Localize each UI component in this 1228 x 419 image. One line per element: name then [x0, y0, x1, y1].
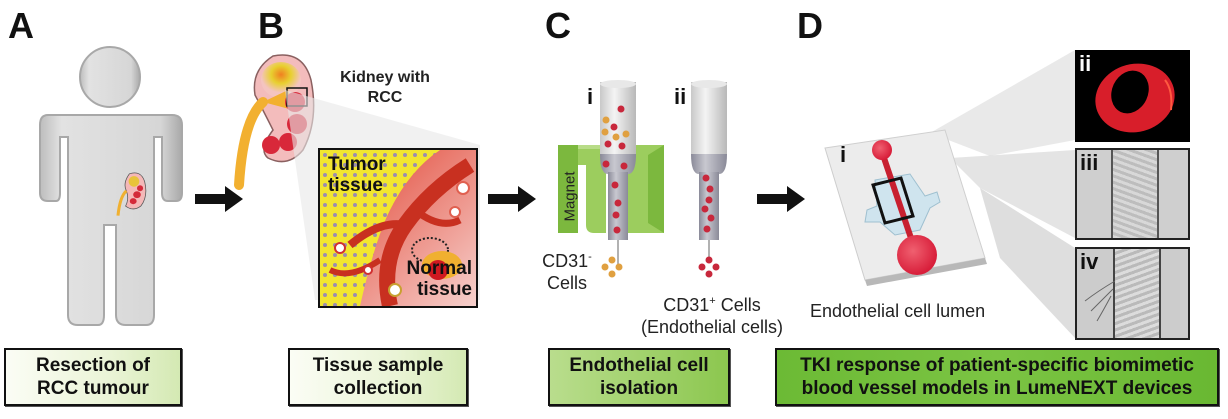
micrograph-iv-brightfield: iv	[1075, 247, 1190, 340]
label-line: RCC tumour	[37, 378, 149, 399]
label-line: Tumor	[328, 154, 386, 175]
superscript-minus: -	[588, 251, 592, 263]
micrograph-label-iii: iii	[1080, 150, 1099, 175]
label-line: Normal	[406, 258, 472, 279]
caption-text: (Endothelial cells)	[640, 317, 784, 337]
arrow-b-to-c	[488, 186, 538, 217]
label-line: Tissue sample	[312, 355, 444, 376]
caption-text: CD31	[663, 295, 710, 315]
tumor-tissue-label: Tumor tissue	[328, 154, 386, 196]
kidney-caption: Kidney with RCC	[325, 68, 445, 108]
label-line: TKI response of patient-specific biomime…	[800, 355, 1194, 376]
cd31-positive-cells-drops	[698, 256, 720, 278]
label-line: isolation	[599, 378, 679, 399]
panel-letter-d: D	[797, 5, 823, 46]
human-figure-illustration	[39, 46, 183, 326]
caption-text: Cells	[546, 273, 587, 293]
label-box-tki-response: TKI response of patient-specific biomime…	[775, 348, 1219, 406]
cd31-negative-caption: CD31- Cells	[522, 246, 612, 294]
label-line: tissue	[417, 279, 472, 300]
label-line: tissue	[328, 175, 383, 196]
zoom-cones	[930, 50, 1075, 338]
figure-head	[79, 46, 141, 108]
normal-tissue-label: Normal tissue	[400, 258, 472, 300]
device-label-i: i	[840, 142, 847, 167]
micrograph-label-iv: iv	[1080, 249, 1099, 274]
lumenext-device-illustration	[824, 129, 987, 286]
magnet-label: Magnet	[561, 171, 579, 222]
column-label-ii: ii	[674, 84, 687, 109]
label-line: Endothelial cell	[569, 355, 709, 376]
micrograph-label-ii: ii	[1079, 51, 1092, 76]
label-line: collection	[333, 378, 423, 399]
cd31-negative-cells-drops	[601, 256, 623, 278]
small-kidney-icon	[116, 172, 147, 216]
figure-body	[39, 114, 183, 326]
caption-line: Kidney with	[340, 69, 430, 86]
label-line: blood vessel models in LumeNEXT devices	[801, 378, 1193, 399]
device-caption: Endothelial cell lumen	[810, 301, 986, 321]
superscript-plus: +	[709, 295, 716, 307]
caption-text: CD31	[542, 251, 589, 271]
label-line: Resection of	[35, 355, 151, 376]
panel-letter-b: B	[258, 5, 284, 46]
caption-line: RCC	[367, 89, 403, 106]
arrow-c-to-d	[757, 186, 807, 217]
arrow-a-to-b	[195, 186, 245, 217]
column-label-i: i	[587, 84, 594, 109]
cd31-positive-caption: CD31+ Cells (Endothelial cells)	[632, 290, 792, 338]
micrograph-iii-brightfield: iii	[1075, 148, 1190, 240]
panel-letter-a: A	[8, 5, 34, 46]
column-ii-illustration	[691, 80, 727, 258]
caption-text: Cells	[715, 295, 761, 315]
micrograph-ii-confocal: ii	[1075, 50, 1190, 142]
tissue-zoom-image: Tumor tissue Normal tissue	[318, 148, 478, 308]
panel-letter-c: C	[545, 5, 571, 46]
column-i-illustration	[600, 80, 636, 264]
